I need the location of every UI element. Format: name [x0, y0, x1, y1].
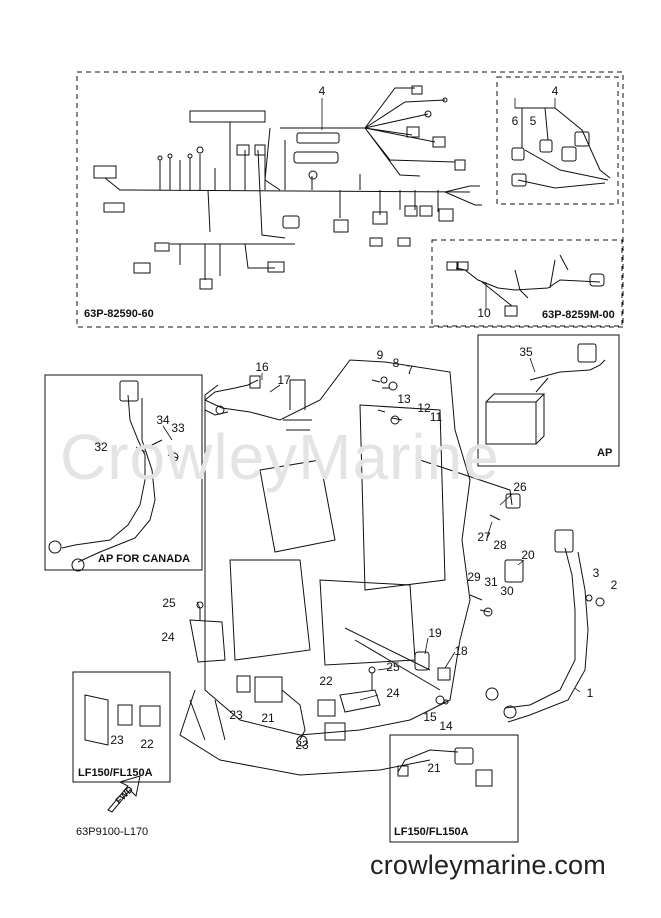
sub-harness-part-code: 63P-8259M-00 [542, 309, 615, 321]
callout-number: 27 [477, 530, 491, 544]
callout-number: 28 [493, 538, 507, 552]
callout-number: 15 [423, 710, 437, 724]
callout-number: 6 [511, 114, 519, 128]
ap-canada-panel-border [44, 374, 203, 571]
lf150-right-panel-border [389, 734, 519, 843]
callout-number: 10 [477, 306, 491, 320]
fwd-arrow [107, 775, 141, 813]
callout-number: 32 [94, 440, 108, 454]
watermark-text: CrowleyMarine [60, 421, 500, 493]
callout-number: 1 [586, 686, 594, 700]
callout-number: 12 [417, 401, 431, 415]
callout-number: 22 [140, 737, 154, 751]
callout-number: 4 [318, 84, 326, 98]
callout-number: 21 [427, 761, 441, 775]
callout-number: 31 [484, 575, 498, 589]
callout-number: 25 [162, 596, 176, 610]
callout-number: 33 [171, 421, 185, 435]
callout-number: 17 [277, 373, 291, 387]
lf150-left-panel-label: LF150/FL150A [78, 767, 153, 779]
harness-detail-panel-border [496, 76, 619, 205]
lf150-right-panel-label: LF150/FL150A [394, 826, 469, 838]
callout-number: 9 [376, 348, 384, 362]
callout-number: 21 [261, 711, 275, 725]
callout-number: 8 [392, 356, 400, 370]
callout-number: 18 [454, 644, 468, 658]
callout-number: 7 [406, 363, 414, 377]
callout-number: 13 [397, 392, 411, 406]
wiring-harness-panel-border [76, 71, 624, 328]
callout-number: 30 [500, 584, 514, 598]
ecu-connector-strip [189, 110, 266, 123]
callout-number: 23 [229, 708, 243, 722]
callout-number: 3 [592, 566, 600, 580]
harness-part-code: 63P-82590-60 [84, 308, 154, 320]
callout-number: 16 [255, 360, 269, 374]
callout-number: 2 [610, 578, 618, 592]
callout-number: 24 [161, 630, 175, 644]
callout-number: 23 [295, 738, 309, 752]
website-text: crowleymarine.com [370, 850, 606, 880]
callout-number: 24 [386, 686, 400, 700]
ap-panel-border [477, 334, 620, 467]
callout-number: 19 [428, 626, 442, 640]
callout-number: 29 [467, 570, 481, 584]
callout-number: 4 [551, 84, 559, 98]
callout-number: 11 [429, 410, 443, 424]
callout-number: 35 [519, 345, 533, 359]
sub-harness-panel-border [431, 239, 623, 327]
callout-number: 23 [110, 733, 124, 747]
callout-number: 25 [386, 660, 400, 674]
callout-number: 5 [529, 114, 537, 128]
callout-number: 20 [521, 548, 535, 562]
callout-number: 14 [439, 719, 453, 733]
callout-number: 22 [319, 674, 333, 688]
ap-panel-label: AP [597, 447, 613, 459]
callout-number: 34 [156, 413, 170, 427]
diagram-code: 63P9100-L170 [76, 826, 149, 838]
lf150-left-panel-border [72, 671, 171, 783]
callout-number: 26 [513, 480, 527, 494]
ap-canada-panel-label: AP FOR CANADA [98, 553, 191, 565]
